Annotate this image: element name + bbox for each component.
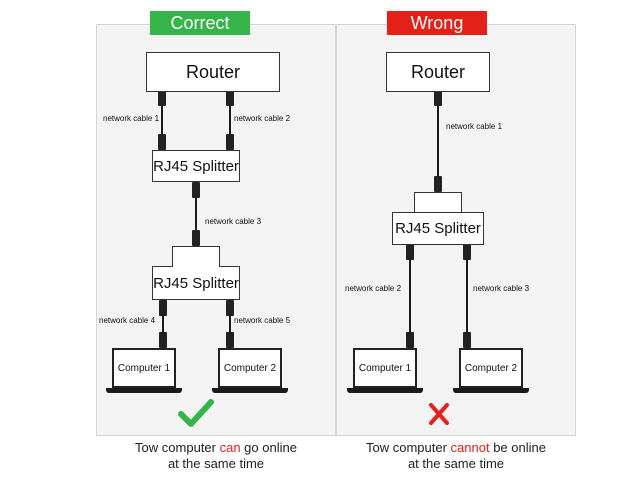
correct-badge: Correct [150, 11, 250, 35]
correct-cable3-label: network cable 3 [205, 217, 262, 226]
wrong-cable2-label: network cable 2 [345, 284, 402, 293]
correct-computer-2-base [212, 388, 288, 393]
correct-splitter-bottom: RJ45 Splitter [152, 266, 240, 300]
wrong-computer-1: Computer 1 [353, 348, 417, 388]
x-icon [429, 403, 449, 425]
correct-splitter-top: RJ45 Splitter [152, 150, 240, 182]
wrong-caption-highlight: cannot [450, 440, 490, 455]
wrong-cable1-label: network cable 1 [446, 122, 503, 131]
wrong-computer-1-base [347, 388, 423, 393]
wrong-splitter-tab [414, 192, 462, 213]
correct-splitter-bottom-tab [172, 246, 220, 267]
correct-computer-1: Computer 1 [112, 348, 176, 388]
wrong-cable3-label: network cable 3 [473, 284, 530, 293]
wrong-router-box: Router [386, 52, 490, 92]
correct-computer-2: Computer 2 [218, 348, 282, 388]
check-icon [178, 399, 214, 427]
correct-router-box: Router [146, 52, 280, 92]
wrong-splitter-box: RJ45 Splitter [392, 212, 484, 245]
correct-cable2-label: network cable 2 [234, 114, 291, 123]
wrong-caption: Tow computer cannot be online at the sam… [336, 440, 576, 472]
correct-cable5-label: network cable 5 [234, 316, 291, 325]
correct-caption: Tow computer can go online at the same t… [96, 440, 336, 472]
correct-caption-highlight: can [219, 440, 241, 455]
correct-caption-line2: at the same time [167, 456, 265, 471]
correct-cable4-label: network cable 4 [99, 316, 156, 325]
wrong-computer-2-base [453, 388, 529, 393]
correct-caption-pre: Tow computer [135, 440, 220, 455]
correct-cable1-label: network cable 1 [103, 114, 160, 123]
wrong-computer-2: Computer 2 [459, 348, 523, 388]
wrong-badge: Wrong [387, 11, 487, 35]
wrong-caption-post: be online [489, 440, 546, 455]
correct-caption-post: go online [240, 440, 297, 455]
wrong-caption-pre: Tow computer [366, 440, 451, 455]
wrong-caption-line2: at the same time [407, 456, 505, 471]
correct-computer-1-base [106, 388, 182, 393]
